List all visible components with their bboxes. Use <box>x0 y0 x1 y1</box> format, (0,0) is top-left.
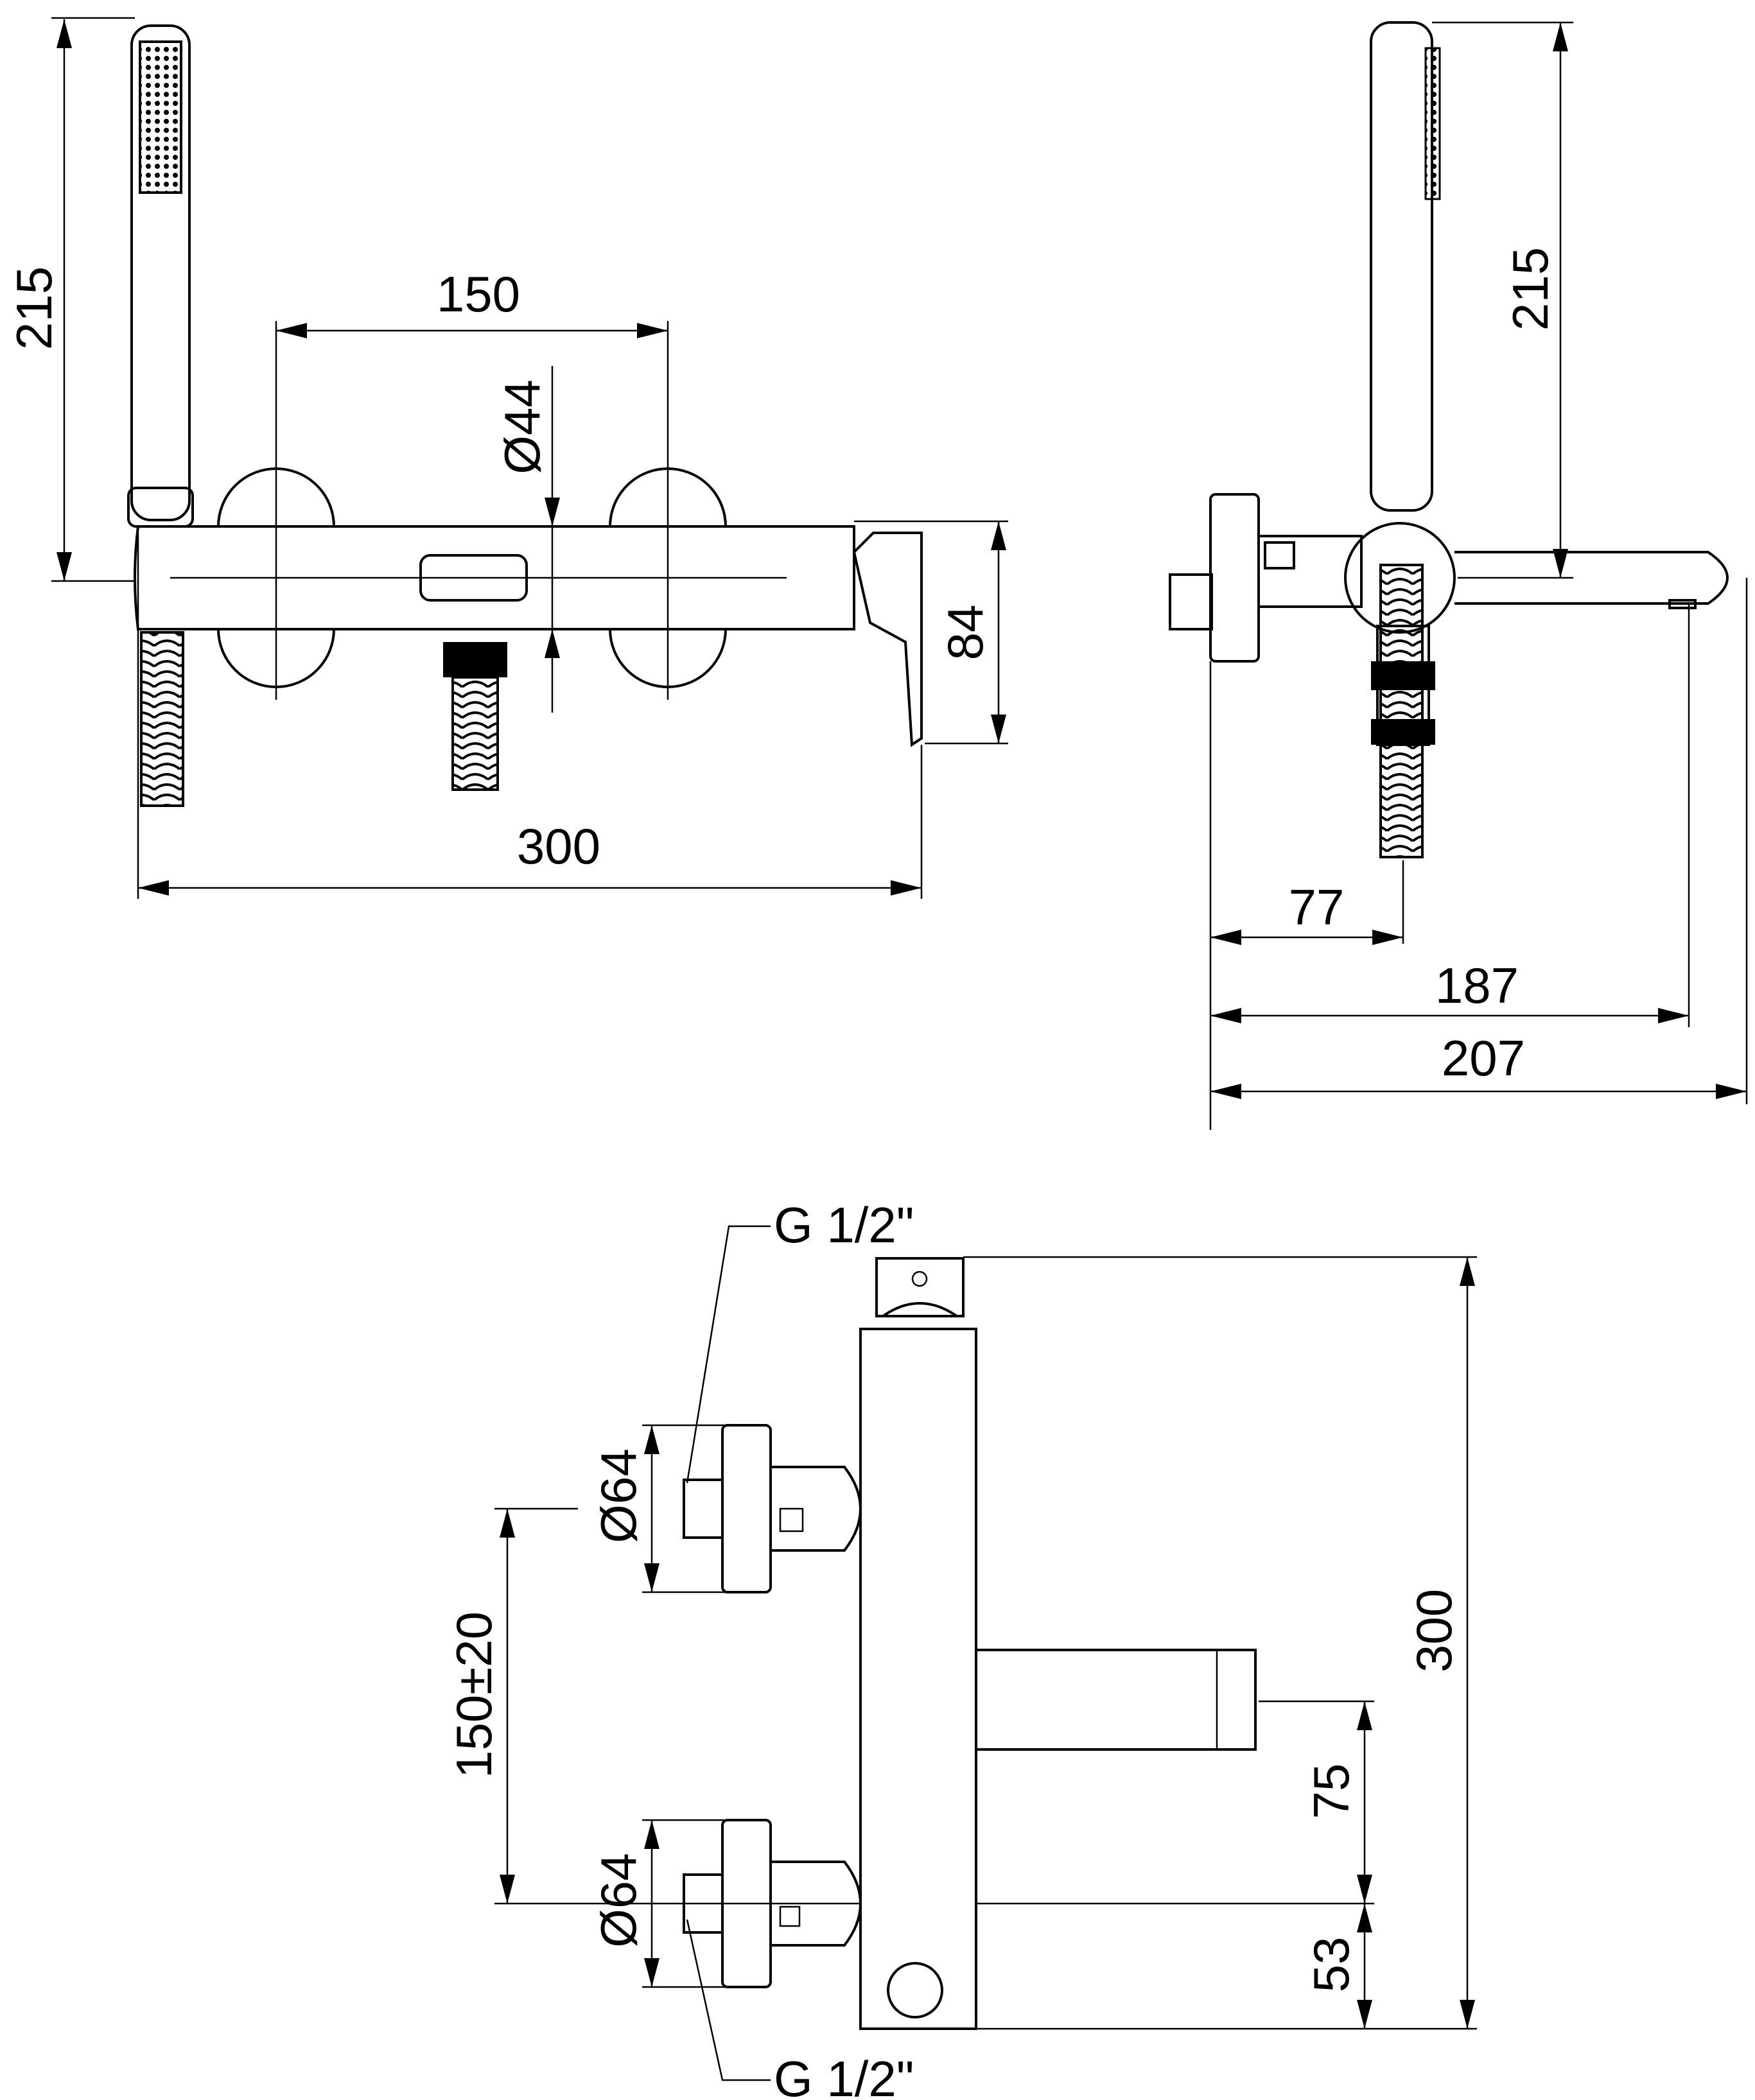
front-handshower-dim: 215 <box>6 266 62 350</box>
front-inlet-spacing-dim: 150 <box>437 266 520 322</box>
top-main-body <box>859 1328 977 2030</box>
side-wall-flange <box>1209 493 1260 663</box>
side-inlet-stub <box>1169 573 1213 630</box>
hose-center <box>451 676 499 791</box>
top-overall-length-dim: 300 <box>1406 1589 1462 1672</box>
top-view: G 1/2" G 1/2" Ø64 Ø64 150±20 300 75 <box>446 1197 1477 2100</box>
top-outlet-block <box>875 1257 965 1317</box>
top-spout <box>975 1649 1257 1751</box>
top-rosette-upper-dim: Ø64 <box>590 1448 647 1543</box>
front-overall-width-dim: 300 <box>517 818 600 874</box>
side-hose-offset-dim: 77 <box>1289 879 1345 935</box>
handshower-body <box>130 24 191 521</box>
side-view: 215 77 187 207 <box>1169 21 1748 1130</box>
side-handshower-body <box>1370 21 1433 512</box>
side-body-connector <box>1257 535 1363 608</box>
mixer-lever <box>852 532 923 747</box>
side-hose <box>1379 564 1424 858</box>
front-rosette-dim: Ø44 <box>494 379 550 474</box>
top-thread-upper-label: G 1/2" <box>774 1197 914 1253</box>
side-overall-depth-dim: 207 <box>1442 1030 1525 1086</box>
front-body-height-dim: 84 <box>937 605 993 661</box>
top-inlet-offset-dim: 53 <box>1303 1937 1359 1993</box>
top-thread-lower-label: G 1/2" <box>774 2051 914 2100</box>
side-spout-reach-dim: 187 <box>1435 957 1519 1014</box>
hose-nut <box>443 642 507 677</box>
top-spout-offset-dim: 75 <box>1303 1764 1359 1819</box>
side-handshower-dim: 215 <box>1502 247 1559 331</box>
handshower-spray-face <box>139 40 182 194</box>
hose-left <box>140 631 184 807</box>
front-view: 215 150 Ø44 84 300 <box>6 17 1008 899</box>
top-inlet-spacing-dim: 150±20 <box>446 1611 502 1778</box>
side-spray-nozzles <box>1424 47 1441 200</box>
top-rosette-lower-dim: Ø64 <box>590 1853 647 1947</box>
diverter-button <box>419 554 528 602</box>
top-inlet-upper <box>771 1466 862 1552</box>
side-spout <box>1454 551 1729 605</box>
top-hose-connector <box>887 1962 943 2018</box>
